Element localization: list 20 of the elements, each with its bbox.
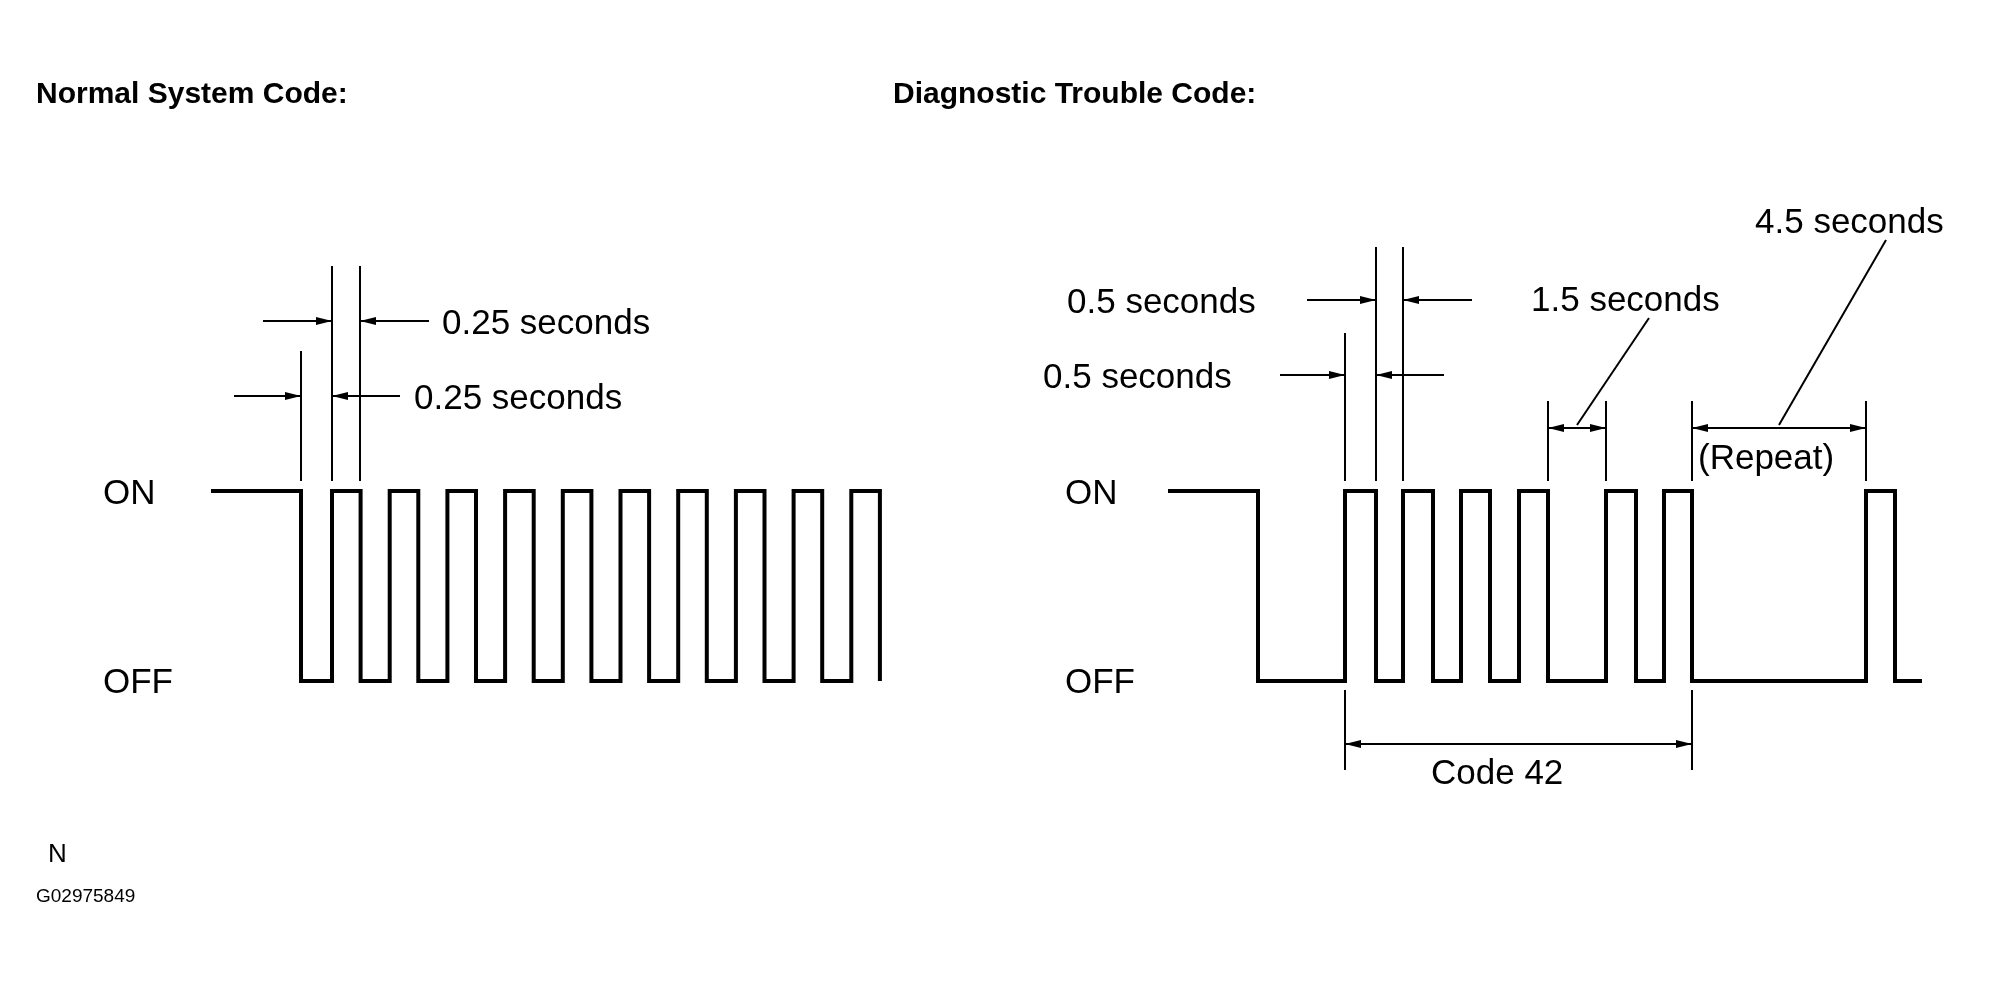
leader-line [1778, 239, 1887, 426]
dimension-label: 4.5 seconds [1755, 201, 1944, 240]
signal-level-label: OFF [1065, 663, 1135, 698]
section-heading: Normal System Code: [36, 78, 348, 108]
dimension-arrow [1547, 424, 1607, 432]
signal-level-label: OFF [103, 663, 173, 698]
note-text: N [48, 840, 67, 866]
dimension-label: (Repeat) [1698, 439, 1835, 474]
dimension-label: 0.5 seconds [1067, 283, 1256, 318]
dimension-label: 0.25 seconds [442, 304, 651, 339]
leader-line [1576, 317, 1650, 426]
figure-code: G02975849 [36, 886, 136, 905]
section-heading: Diagnostic Trouble Code: [893, 78, 1257, 108]
dimension-arrow [1691, 424, 1867, 432]
dimension-label: 0.25 seconds [414, 379, 623, 414]
signal-level-label: ON [103, 474, 156, 509]
dimension-label: Code 42 [1431, 754, 1564, 789]
dimension-label: 1.5 seconds [1531, 279, 1720, 318]
signal-level-label: ON [1065, 474, 1118, 509]
dimension-label: 0.5 seconds [1043, 358, 1232, 393]
